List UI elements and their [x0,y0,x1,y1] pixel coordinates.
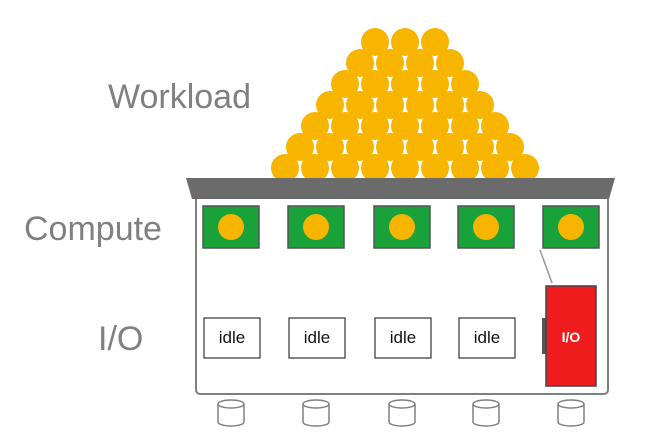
workload-label: Workload [108,78,251,116]
workload-pile [271,28,539,182]
workload-task-icon [421,28,449,56]
workload-task-icon [391,28,419,56]
workload-task-icon [451,70,479,98]
io-idle-box: idle [203,317,261,359]
workload-task-icon [391,70,419,98]
workload-task-icon [481,112,509,140]
compute-task-icon [303,214,329,240]
io-idle-label: idle [304,328,330,347]
workload-task-icon [481,154,509,182]
workload-task-icon [406,91,434,119]
workload-task-icon [421,70,449,98]
compute-node [542,205,600,249]
workload-task-icon [451,112,479,140]
nodes-group: idle idle idle idle I/O [202,205,600,427]
compute-task-icon [389,214,415,240]
workload-task-icon [511,154,539,182]
compute-task-icon [218,214,244,240]
workload-task-icon [331,154,359,182]
io-idle-box: idle [288,317,346,359]
io-state-label: I/O [562,329,581,345]
workload-task-icon [361,154,389,182]
workload-task-icon [376,133,404,161]
workload-task-icon [346,133,374,161]
workload-task-icon [451,154,479,182]
io-idle-label: idle [219,328,245,347]
workload-task-icon [436,49,464,77]
io-idle-box: idle [374,317,432,359]
workload-task-icon [436,91,464,119]
io-idle-rect [288,317,346,359]
compute-task-icon [558,214,584,240]
compute-label: Compute [24,210,162,248]
io-idle-label: idle [390,328,416,347]
workload-task-icon [316,91,344,119]
io-connector-line [539,249,553,284]
compute-node [373,205,431,249]
workload-task-icon [316,133,344,161]
workload-task-icon [361,70,389,98]
io-idle-rect [374,317,432,359]
workload-task-icon [271,154,299,182]
compute-node [287,205,345,249]
workload-task-icon [361,112,389,140]
workload-task-icon [361,28,389,56]
workload-task-icon [376,91,404,119]
io-box [545,285,597,387]
disk-cylinder-icon [557,399,585,427]
workload-task-icon [421,112,449,140]
disk-cylinder-icon [388,399,416,427]
io-idle-rect [203,317,261,359]
io-label: I/O [98,320,143,358]
compute-task-icon [473,214,499,240]
disk-cylinder-icon [302,399,330,427]
io-idle-box: idle [458,317,516,359]
workload-task-icon [391,112,419,140]
workload-task-icon [301,112,329,140]
workload-task-icon [346,49,374,77]
workload-task-icon [421,154,449,182]
workload-task-icon [346,91,374,119]
workload-task-icon [466,133,494,161]
disk-cylinder-icon [217,399,245,427]
io-active-box: I/O [542,285,597,387]
workload-task-icon [391,154,419,182]
disk-cylinder-icon [472,399,500,427]
workload-task-icon [466,91,494,119]
workload-task-icon [496,133,524,161]
workload-task-icon [406,49,434,77]
workload-task-icon [331,70,359,98]
workload-task-icon [286,133,314,161]
workload-task-icon [376,49,404,77]
workload-task-icon [331,112,359,140]
workload-task-icon [436,133,464,161]
io-idle-rect [458,317,516,359]
compute-node [202,205,260,249]
workload-task-icon [406,133,434,161]
scheduler-bar [186,178,615,199]
workload-task-icon [301,154,329,182]
compute-node [457,205,515,249]
io-idle-label: idle [474,328,500,347]
